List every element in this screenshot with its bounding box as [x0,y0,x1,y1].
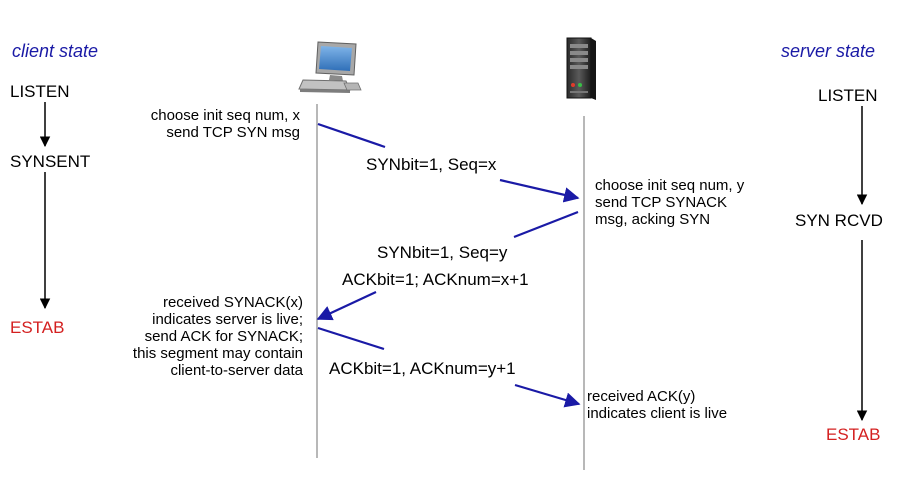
server-state-heading: server state [781,41,876,61]
syn-arrow-segment [317,122,386,149]
client-state-synsent: SYNSENT [10,152,91,171]
server-state-listen: LISTEN [818,86,878,105]
client-note-ack: received SYNACK(x) indicates server is l… [133,294,303,379]
server-note-live-line: received ACK(y) [587,388,696,405]
message-synack-label-1: SYNbit=1, Seq=y [377,243,508,262]
message-syn-label: SYNbit=1, Seq=x [366,155,497,174]
ack-arrow-segment [317,326,385,351]
client-note-syn-line: send TCP SYN msg [166,124,300,141]
client-note-syn: choose init seq num, x send TCP SYN msg [151,107,300,141]
desktop-computer-icon [298,41,362,93]
message-ack-label: ACKbit=1, ACKnum=y+1 [329,359,516,378]
ack-arrow-head [514,383,581,408]
server-note-synack-line: msg, acking SYN [595,211,711,228]
client-state-heading: client state [12,41,99,61]
server-note-synack-line: choose init seq num, y [595,177,745,194]
synack-arrow-head [316,291,377,321]
server-note-live: received ACK(y) indicates client is live [587,388,727,422]
client-note-ack-line: received SYNACK(x) [162,294,303,311]
client-note-ack-line: client-to-server data [170,362,303,379]
client-state-estab: ESTAB [10,318,65,337]
syn-arrow-head [499,178,580,203]
message-synack-label-2: ACKbit=1; ACKnum=x+1 [342,270,529,289]
server-note-live-line: indicates client is live [587,405,728,422]
client-note-syn-line: choose init seq num, x [150,107,300,124]
client-note-ack-line: indicates server is live; [152,311,303,328]
client-note-ack-line: send ACK for SYNACK; [144,328,303,345]
server-state-estab: ESTAB [826,425,881,444]
server-note-synack-line: send TCP SYNACK [595,194,728,211]
server-note-synack: choose init seq num, y send TCP SYNACK m… [595,177,744,228]
server-state-syn-rcvd: SYN RCVD [795,211,883,230]
synack-arrow-segment [513,210,579,239]
server-tower-icon [566,37,596,100]
client-note-ack-line: this segment may contain [132,345,303,362]
client-state-listen: LISTEN [10,82,70,101]
